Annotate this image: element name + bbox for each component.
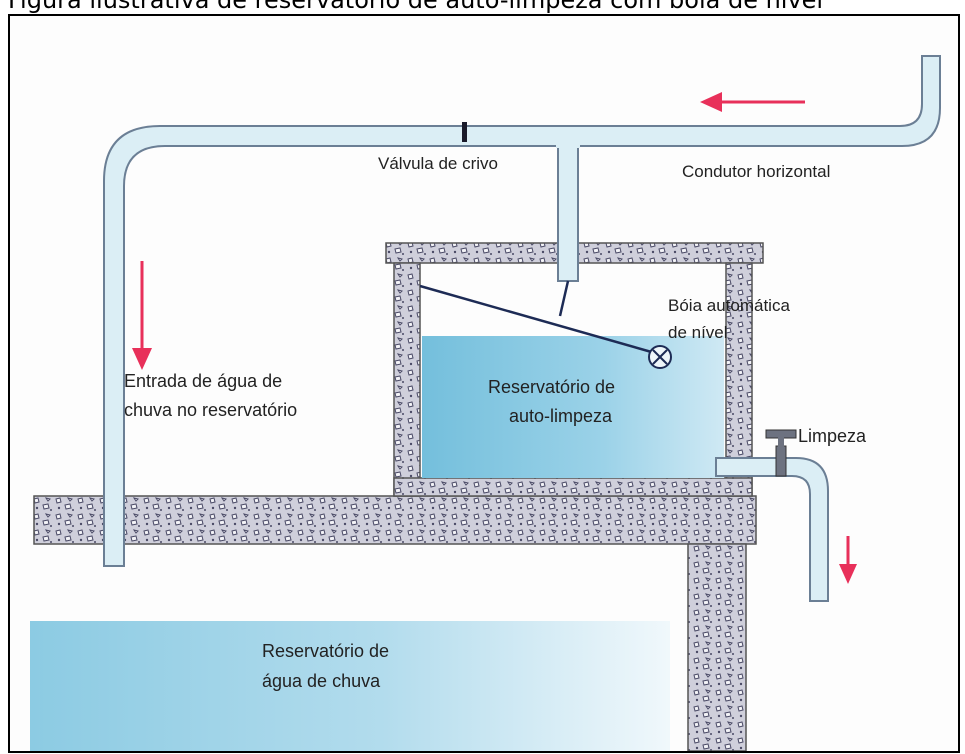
rain-reservoir-label-line2: água de chuva — [262, 671, 381, 691]
self-cleaning-tank-left-wall — [393, 262, 421, 497]
float-label-line2: de nível — [668, 323, 728, 342]
float-label-line1: Bóia automática — [668, 296, 790, 315]
arrow-left-icon — [700, 92, 805, 112]
strainer-valve-label: Válvula de crivo — [378, 154, 499, 173]
tee-joint — [556, 144, 580, 148]
cleaning-label: Limpeza — [798, 426, 867, 446]
tap-icon — [765, 429, 797, 477]
self-cleaning-tank-floor — [393, 477, 753, 497]
strainer-valve-icon — [462, 122, 467, 142]
float-valve-icon — [648, 345, 672, 369]
arrow-down-icon — [132, 261, 152, 370]
cleaning-outlet-pipe — [715, 457, 829, 602]
self-cleaning-tank-water — [422, 336, 724, 478]
arrow-down-icon — [839, 536, 857, 584]
inlet-label-line1: Entrada de água de — [124, 371, 283, 391]
float-linkage — [558, 280, 570, 317]
horizontal-conductor-label: Condutor horizontal — [682, 162, 831, 181]
float-arm — [419, 284, 656, 355]
rain-reservoir-label-line1: Reservatório de — [262, 641, 390, 661]
rainwater-reservoir-water — [30, 621, 670, 751]
inlet-label-line2: chuva no reservatório — [124, 400, 298, 420]
diagram-frame: Válvula de crivo Condutor horizontal Bói… — [8, 14, 960, 753]
self-cleaning-label-line2: auto-limpeza — [509, 406, 613, 426]
tee-downpipe — [557, 144, 579, 282]
diagram-canvas — [30, 55, 941, 751]
concrete-wall — [687, 543, 747, 751]
figure-caption: Figura ilustrativa de reservatório de au… — [8, 0, 824, 14]
horizontal-conductor-pipe — [103, 55, 941, 567]
concrete-slab — [33, 495, 757, 545]
self-cleaning-label-line1: Reservatório de — [488, 377, 616, 397]
